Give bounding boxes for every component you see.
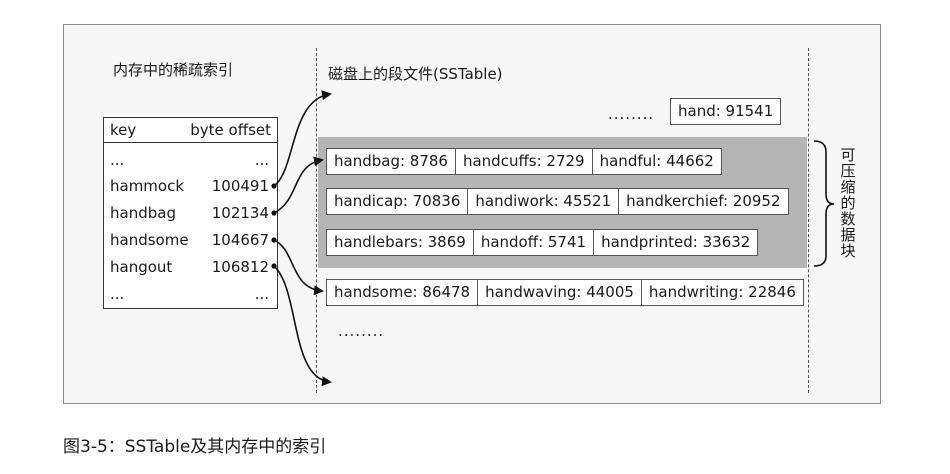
compressible-blocks-brace [813, 140, 835, 267]
kv-entry: handsome: 86478 [327, 280, 479, 305]
index-row-key: ... [110, 285, 125, 303]
index-row: ... ... [104, 283, 277, 307]
index-row-key: hammock [110, 177, 185, 195]
figure-caption: 图3-5：SSTable及其内存中的索引 [63, 437, 327, 457]
pointer-dot [271, 237, 277, 243]
pointer-dot [271, 210, 277, 216]
index-row-offset: ... [254, 151, 269, 169]
kv-entry: handwriting: 22846 [648, 283, 796, 301]
kv-entry: handiwork: 45521 [468, 189, 620, 214]
index-row-key: ... [110, 151, 125, 169]
pointer-arrow-handsome [273, 239, 324, 296]
index-row-offset: ... [254, 285, 269, 303]
segment-left-boundary [316, 48, 317, 393]
pointer-arrow-handbag [273, 156, 324, 214]
index-row-key: hangout [110, 258, 173, 276]
kv-entry: handlebars: 3869 [327, 230, 474, 255]
segment-file-title: 磁盘上的段文件(SSTable) [328, 65, 503, 83]
index-row-offset: 104667 [211, 231, 269, 249]
sparse-index-table: key byte offset ... ... hammock 100491 h… [103, 117, 278, 309]
kv-entry: handbag: 8786 [327, 149, 456, 174]
index-row: hangout 106812 [104, 256, 277, 280]
segment-bottom-ellipsis: ........ [338, 322, 385, 340]
pointer-arrow-hammock [273, 90, 332, 187]
index-header-offset: byte offset [190, 121, 271, 139]
kv-entry: handprinted: 33632 [601, 233, 751, 251]
kv-entry: hand: 91541 [678, 102, 774, 120]
index-row: handbag 102134 [104, 202, 277, 226]
compressible-blocks-label: 可压缩的数据块 [838, 146, 857, 259]
pointer-dot [271, 263, 277, 269]
index-row-key: handbag [110, 204, 176, 222]
index-header-key: key [110, 121, 137, 139]
index-row-key: handsome [110, 231, 189, 249]
kv-entry: handwaving: 44005 [478, 280, 642, 305]
index-title: 内存中的稀疏索引 [113, 61, 234, 79]
kv-entry: handoff: 5741 [474, 230, 595, 255]
pointer-dot [271, 183, 277, 189]
compressed-block-1: handbag: 8786 handcuffs: 2729 handful: 4… [326, 148, 722, 175]
compressed-block-2: handicap: 70836 handiwork: 45521 handker… [326, 188, 789, 215]
index-row: hammock 100491 [104, 175, 277, 199]
pointer-arrow-hangout [273, 265, 332, 387]
segment-top-entry: hand: 91541 [670, 98, 782, 125]
index-row: handsome 104667 [104, 229, 277, 253]
kv-entry: handcuffs: 2729 [456, 149, 593, 174]
kv-entry: handkerchief: 20952 [626, 192, 781, 210]
compressed-block-3: handlebars: 3869 handoff: 5741 handprint… [326, 229, 759, 256]
kv-entry: handicap: 70836 [327, 189, 469, 214]
segment-top-ellipsis: ........ [608, 105, 655, 123]
index-row-offset: 102134 [211, 204, 269, 222]
index-header: key byte offset [104, 118, 277, 143]
segment-right-boundary [808, 48, 809, 393]
segment-block: handsome: 86478 handwaving: 44005 handwr… [326, 279, 804, 306]
index-row-offset: 106812 [211, 258, 269, 276]
index-row: ... ... [104, 149, 277, 173]
index-row-offset: 100491 [211, 177, 269, 195]
kv-entry: handful: 44662 [599, 152, 714, 170]
